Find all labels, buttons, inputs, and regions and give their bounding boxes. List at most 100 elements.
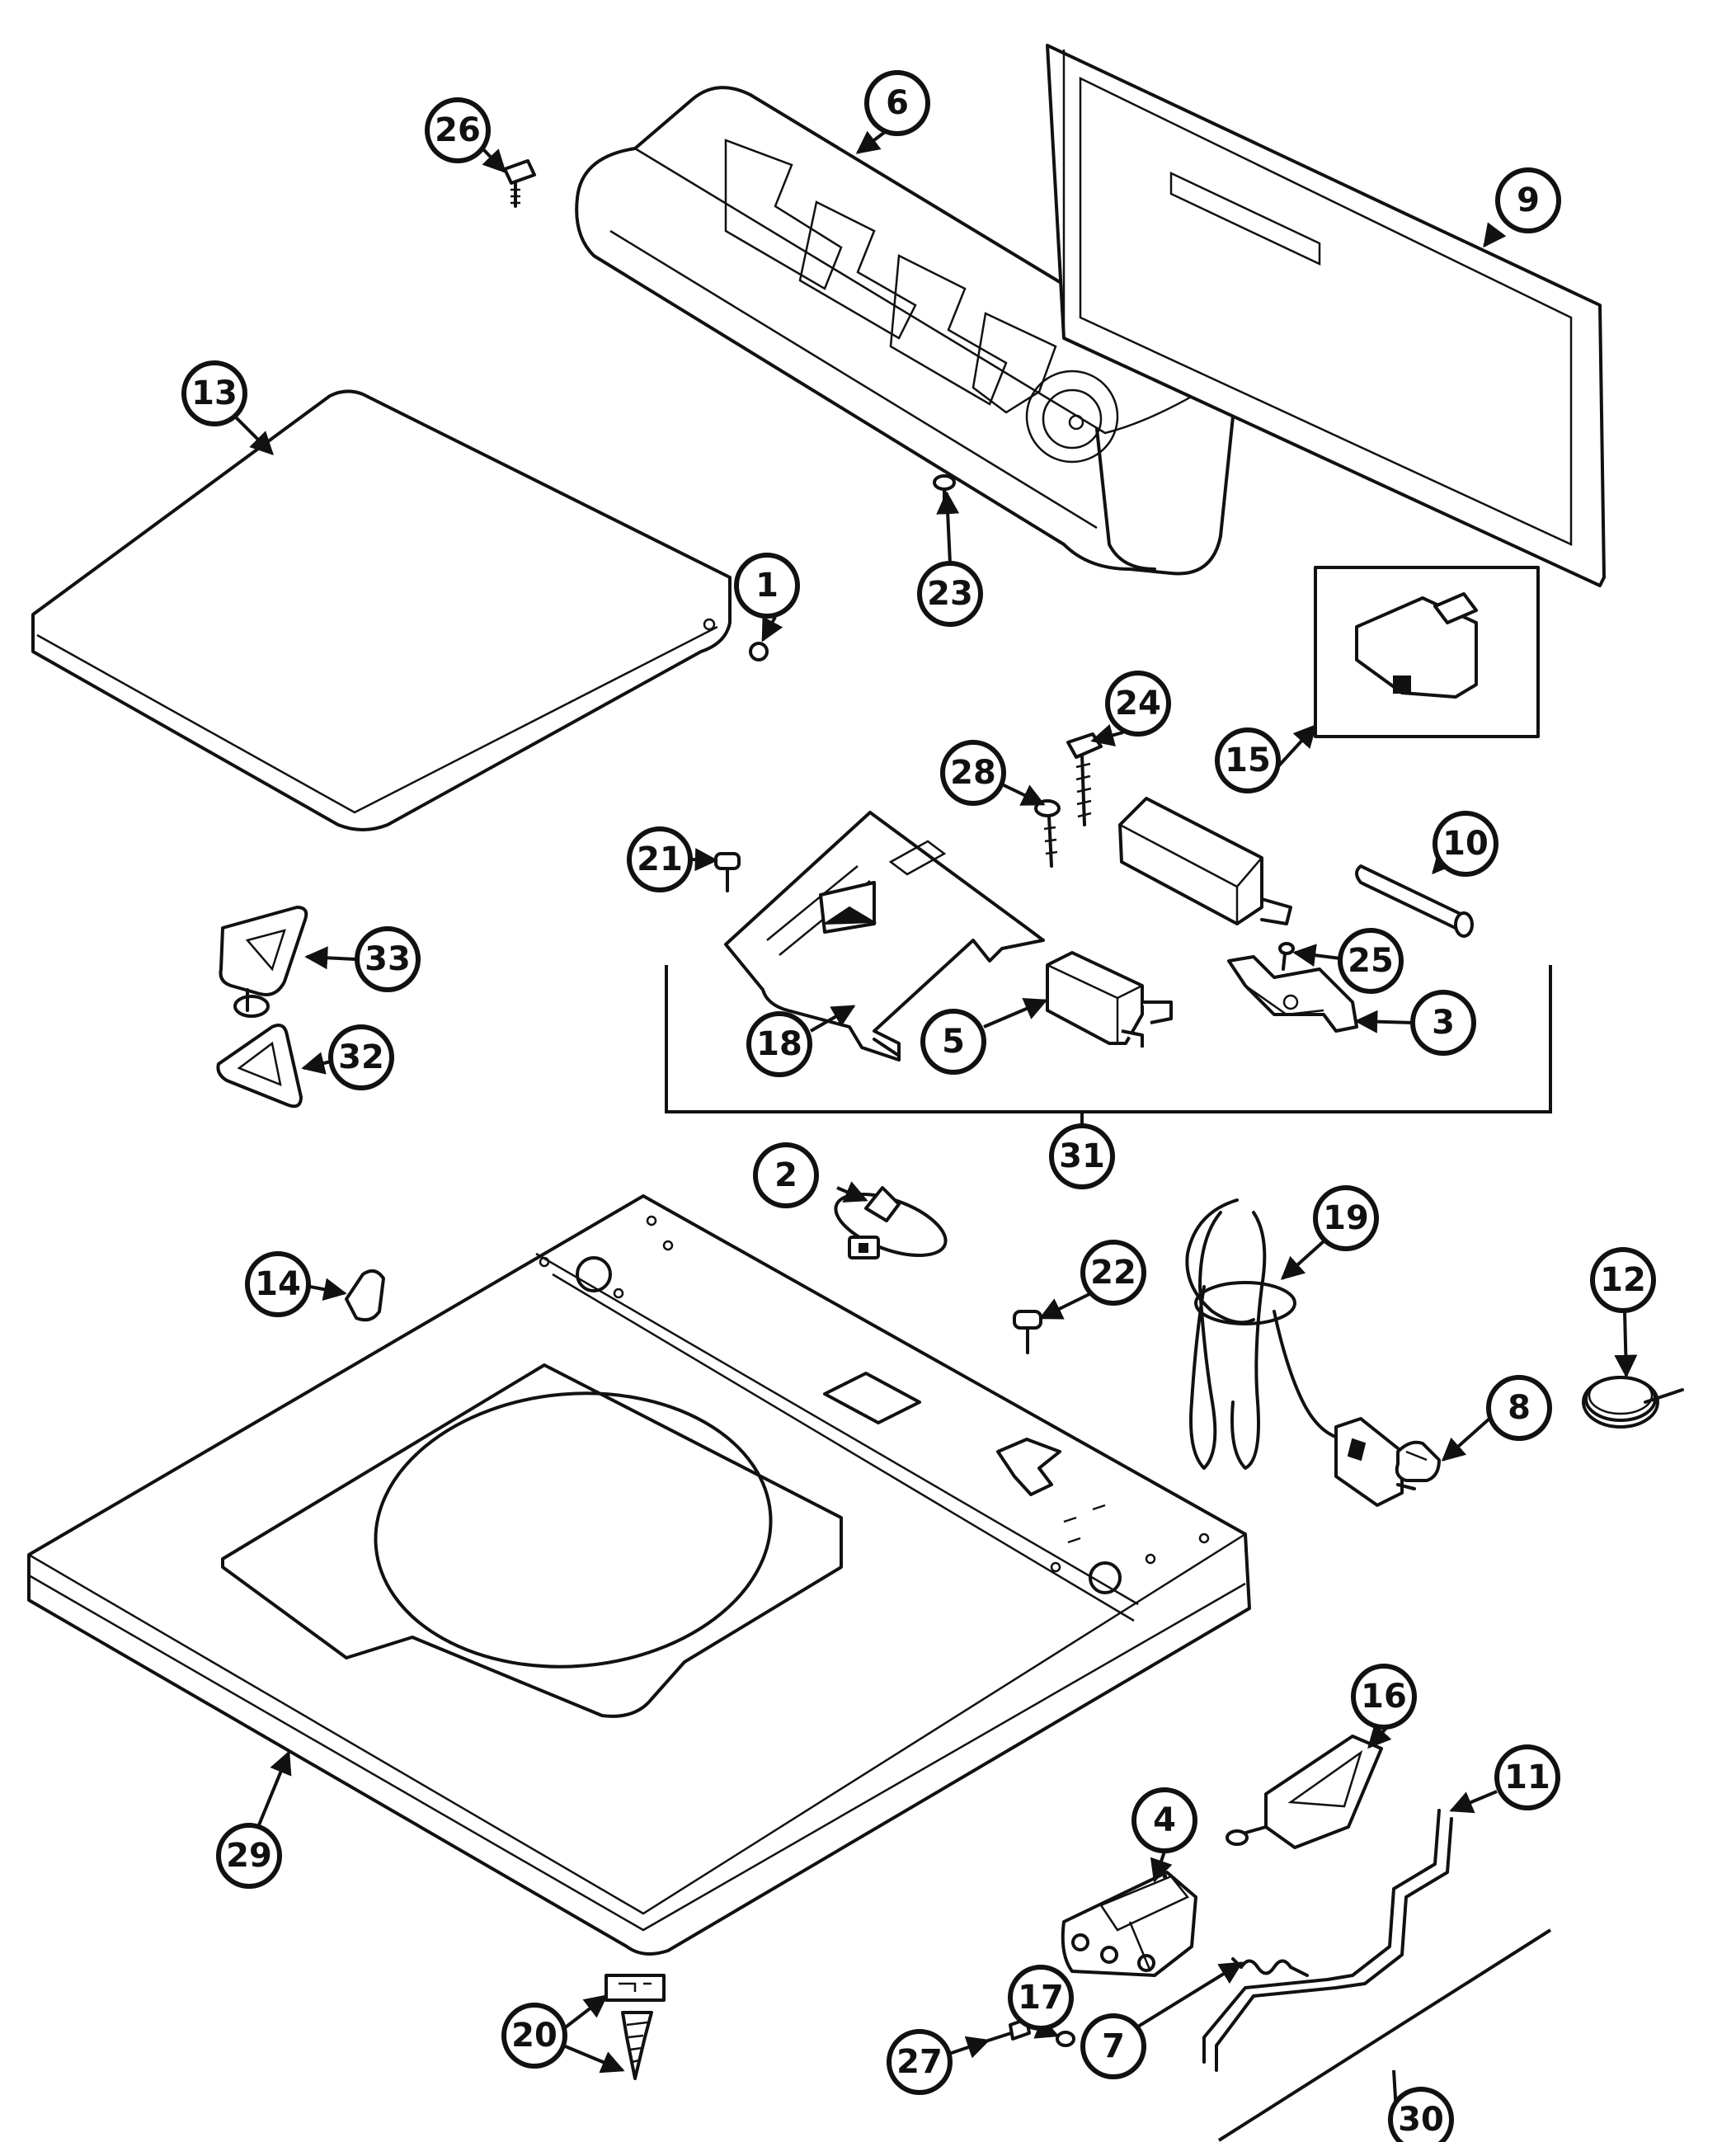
- callout-19-label: 19: [1323, 1199, 1369, 1237]
- lever-16-part: [1226, 1735, 1383, 1849]
- callout-10-label: 10: [1442, 825, 1489, 863]
- callout-17: 17: [1008, 1965, 1074, 2031]
- callout-8: 8: [1486, 1375, 1552, 1441]
- callout-23: 23: [917, 561, 983, 627]
- callout-24: 24: [1105, 671, 1171, 737]
- callout-33-label: 33: [365, 940, 411, 978]
- bracket-3-part: [1227, 955, 1358, 1033]
- callout-23-label: 23: [927, 575, 973, 613]
- callout-14: 14: [245, 1251, 311, 1317]
- callout-16-label: 16: [1361, 1678, 1407, 1716]
- callout-21-label: 21: [637, 840, 683, 878]
- callout-9-label: 9: [1517, 181, 1540, 219]
- callout-20-label: 20: [511, 2017, 557, 2055]
- callout-14-label: 14: [255, 1265, 301, 1303]
- ring-32-part: [216, 1024, 303, 1109]
- callout-5-label: 5: [942, 1023, 965, 1061]
- switch-5-part: [1046, 951, 1173, 1047]
- callout-2-label: 2: [774, 1156, 797, 1194]
- callout-22: 22: [1080, 1240, 1146, 1306]
- screw-22-part: [1013, 1310, 1042, 1354]
- callout-18-label: 18: [756, 1025, 802, 1063]
- callout-7: 7: [1080, 2013, 1146, 2079]
- callout-26: 26: [425, 97, 491, 163]
- callout-27: 27: [887, 2029, 953, 2095]
- callout-2: 2: [753, 1142, 819, 1208]
- callout-28-label: 28: [950, 754, 996, 792]
- control-panel-part: [575, 86, 1235, 576]
- callout-15-label: 15: [1225, 741, 1271, 779]
- callout-32: 32: [328, 1024, 394, 1090]
- power-cord-part: [1185, 1198, 1420, 1507]
- callout-13: 13: [181, 360, 247, 426]
- callout-6-label: 6: [886, 84, 909, 122]
- callout-25: 25: [1338, 928, 1404, 994]
- leader-lines: [233, 130, 1638, 2112]
- clip-2-part: [834, 1186, 948, 1259]
- callout-28: 28: [940, 740, 1006, 806]
- latch-4-part: [1061, 1871, 1197, 1977]
- switch-body-part: [1118, 797, 1292, 925]
- callout-1-label: 1: [755, 567, 779, 605]
- callout-33: 33: [355, 926, 421, 992]
- screw-clip-20-part: [605, 1974, 666, 2080]
- screw-26-part: [503, 159, 536, 208]
- top-cover-part: [27, 1194, 1251, 1956]
- callout-32-label: 32: [338, 1038, 384, 1076]
- callout-4-label: 4: [1153, 1801, 1176, 1839]
- callout-30-label: 30: [1398, 2101, 1444, 2139]
- kit-30-bracket: [1217, 1928, 1552, 2142]
- knob-8-part: [1395, 1440, 1441, 1482]
- callout-12-label: 12: [1600, 1261, 1646, 1299]
- dispenser-33-part: [219, 906, 308, 1018]
- callout-6: 6: [864, 70, 930, 136]
- callout-11: 11: [1494, 1744, 1560, 1810]
- bumper-part: [749, 642, 769, 661]
- callout-27-label: 27: [896, 2043, 943, 2081]
- washer-17-part: [1056, 2031, 1075, 2047]
- callout-15: 15: [1215, 727, 1281, 793]
- callout-16: 16: [1351, 1664, 1417, 1730]
- callout-9: 9: [1495, 167, 1561, 233]
- kit-31-bracket: [665, 965, 1552, 1113]
- callout-12: 12: [1590, 1247, 1656, 1313]
- callout-31-label: 31: [1059, 1137, 1105, 1175]
- screw-24-part: [1066, 732, 1103, 826]
- callout-5: 5: [920, 1009, 986, 1075]
- callout-25-label: 25: [1348, 942, 1394, 980]
- callout-3: 3: [1410, 990, 1476, 1056]
- callout-18: 18: [746, 1011, 812, 1077]
- back-panel-part: [1046, 44, 1606, 587]
- callout-10: 10: [1433, 811, 1498, 877]
- callout-30: 30: [1388, 2087, 1454, 2142]
- bracket-part: [724, 811, 1045, 1062]
- coil-12-part: [1582, 1376, 1684, 1429]
- callout-19: 19: [1313, 1185, 1379, 1251]
- callout-8-label: 8: [1508, 1389, 1531, 1427]
- callout-1: 1: [734, 553, 800, 619]
- callout-17-label: 17: [1018, 1979, 1064, 2017]
- callout-26-label: 26: [435, 111, 481, 149]
- callout-22-label: 22: [1090, 1254, 1136, 1292]
- callout-31: 31: [1049, 1123, 1115, 1189]
- plug-14-part: [345, 1269, 385, 1322]
- callout-11-label: 11: [1504, 1758, 1550, 1796]
- callout-21: 21: [627, 826, 693, 892]
- screw-25-part: [1278, 942, 1295, 971]
- callout-29: 29: [216, 1823, 282, 1889]
- switch-inset-part: [1314, 566, 1540, 738]
- fuse-part: [1355, 864, 1474, 938]
- callout-24-label: 24: [1115, 685, 1161, 723]
- screw-28-part: [1034, 799, 1061, 868]
- screw-23-part: [933, 474, 956, 513]
- callout-4: 4: [1131, 1787, 1197, 1853]
- callout-3-label: 3: [1432, 1004, 1455, 1042]
- callout-13-label: 13: [191, 374, 238, 412]
- callout-29-label: 29: [226, 1837, 272, 1875]
- lid-part: [31, 389, 732, 831]
- rod-11-part: [1202, 1809, 1453, 2072]
- screw-21-part: [714, 852, 741, 892]
- callout-20: 20: [501, 2003, 567, 2069]
- callout-7-label: 7: [1102, 2027, 1125, 2065]
